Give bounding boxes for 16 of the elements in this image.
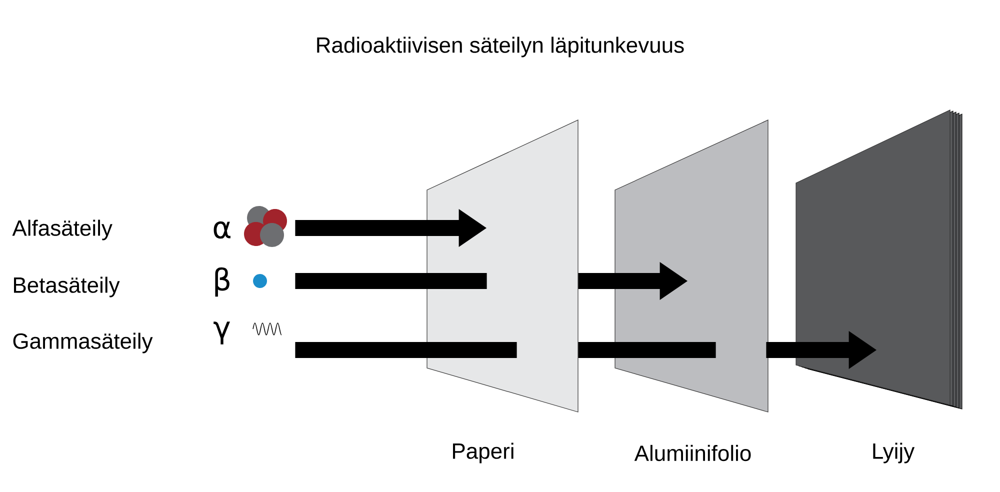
greek-letter: β bbox=[215, 267, 230, 297]
plate-caption: Lyijy bbox=[873, 442, 915, 464]
gamma-wave bbox=[252, 322, 282, 336]
lead-plate bbox=[796, 110, 962, 410]
radiation-name: Alfasäteily bbox=[12, 220, 112, 240]
plate-caption: Alumiinifolio bbox=[634, 444, 751, 462]
greek-letter: γ bbox=[214, 322, 230, 344]
alpha-particle-drawing bbox=[244, 206, 287, 247]
plate bbox=[614, 120, 768, 412]
beta-particle bbox=[253, 274, 267, 288]
title: Radioaktiivisen säteilyn läpitunkevuus bbox=[317, 36, 684, 58]
plate-caption: Paperi bbox=[453, 442, 514, 464]
radiation-name: Betasäteily bbox=[14, 276, 120, 298]
plate bbox=[426, 120, 578, 412]
radiation-name: Gammasäteily bbox=[13, 332, 153, 354]
greek-letter: α bbox=[214, 221, 230, 239]
